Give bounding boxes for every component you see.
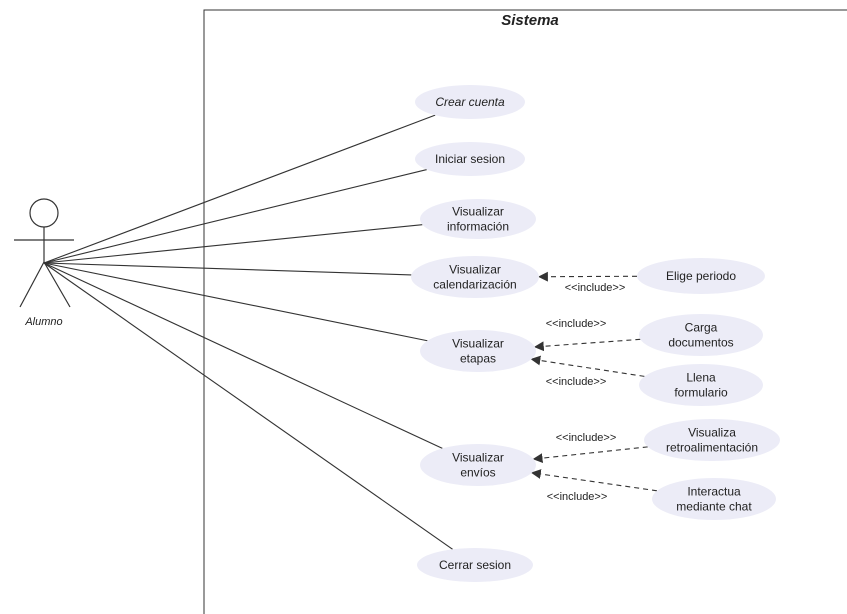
use-case-ellipse <box>637 258 765 294</box>
use-case-ellipse <box>417 548 533 582</box>
actor-head <box>29 198 59 228</box>
actor-right-leg <box>43 261 71 308</box>
association-line-vetapas <box>43 262 428 342</box>
system-boundary <box>203 9 847 614</box>
use-case-label: Carga <box>685 321 718 335</box>
use-case-label: Visualizar <box>452 205 504 219</box>
use-case-label: Visualizar <box>449 263 501 277</box>
association-line-vcal <box>43 262 412 276</box>
use-case-iniciar[interactable]: Iniciar sesion <box>415 142 525 176</box>
use-case-label: Visualizar <box>452 337 504 351</box>
include-arrow-carga <box>533 338 641 352</box>
use-case-label: Iniciar sesion <box>435 152 505 166</box>
use-case-label: retroalimentación <box>666 441 758 455</box>
use-case-label: información <box>447 220 509 234</box>
actor-left-leg <box>19 261 45 308</box>
use-case-label: Llena <box>686 371 716 385</box>
include-arrow-llena <box>530 355 645 377</box>
include-arrow-retro <box>532 446 648 464</box>
use-case-label: Crear cuenta <box>435 95 505 109</box>
include-arrow-chat <box>530 469 658 492</box>
use-case-label: documentos <box>668 336 733 350</box>
association-line-venvios <box>43 262 443 449</box>
system-title: Sistema <box>501 12 559 29</box>
association-line-vinfo <box>43 224 423 264</box>
association-line-iniciar <box>43 169 427 264</box>
include-label: <<include>> <box>556 432 617 444</box>
association-line-crear <box>43 114 436 264</box>
association-line-cerrar <box>43 262 453 550</box>
includes-layer: <<include>> <<include>> <<include>> <<inclu… <box>530 271 658 503</box>
use-case-label: Cerrar sesion <box>439 558 511 572</box>
use-case-label: envíos <box>460 466 495 480</box>
use-case-ellipse <box>644 419 780 461</box>
use-case-label: mediante chat <box>676 500 752 514</box>
include-label: <<include>> <box>546 318 607 330</box>
include-label: <<include>> <box>565 282 626 294</box>
include-label: <<include>> <box>547 491 608 503</box>
use-case-ellipse <box>420 199 536 239</box>
use-case-ellipse <box>639 364 763 406</box>
include-label: <<include>> <box>546 376 607 388</box>
use-case-label: calendarización <box>433 278 516 292</box>
use-case-crear[interactable]: Crear cuenta <box>415 85 525 119</box>
use-case-ellipse <box>411 256 539 298</box>
associations-layer <box>43 114 453 550</box>
actor-label: Alumno <box>24 316 62 328</box>
use-case-cerrar[interactable]: Cerrar sesion <box>417 548 533 582</box>
use-case-label: Elige periodo <box>666 269 736 283</box>
use-case-label: Visualiza <box>688 426 736 440</box>
use-case-label: formulario <box>674 386 728 400</box>
use-case-elige[interactable]: Elige periodo <box>637 258 765 294</box>
use-case-label: Visualizar <box>452 451 504 465</box>
use-case-label: etapas <box>460 352 496 366</box>
use-case-ellipse <box>415 85 525 119</box>
use-case-label: Interactua <box>687 485 741 499</box>
use-case-ellipse <box>420 330 536 372</box>
use-case-ellipse <box>652 478 776 520</box>
use-case-ellipse <box>639 314 763 356</box>
actor-alumno[interactable]: Alumno <box>14 198 74 328</box>
use-case-ellipse <box>415 142 525 176</box>
use-case-ellipse <box>420 444 536 486</box>
